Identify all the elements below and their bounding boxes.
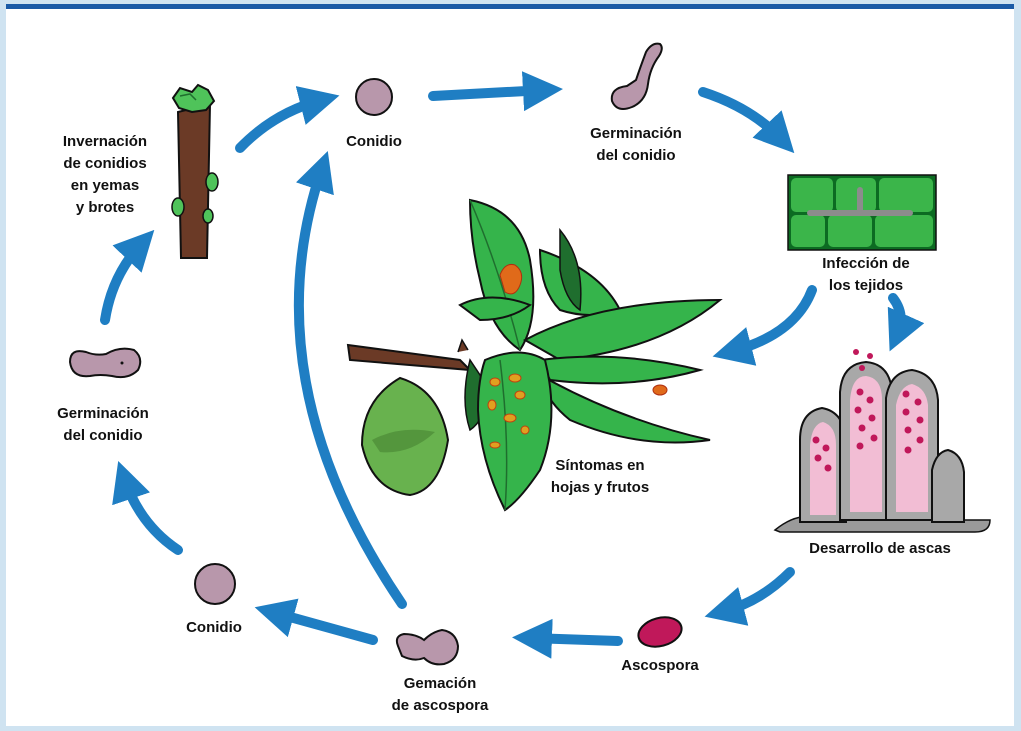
svg-text:Infección de: Infección de [822, 255, 910, 272]
label-gemacion: Gemación de ascospora [392, 675, 489, 714]
ascospora-spore [635, 613, 685, 651]
label-germinacion-left: Germinación del conidio [57, 405, 149, 444]
label-desarrollo-ascas: Desarrollo de ascas [809, 540, 951, 557]
arrow-gemacion-to-conidio [272, 612, 373, 640]
arrow-infeccion-to-ascas [893, 298, 901, 335]
svg-text:Síntomas en: Síntomas en [555, 457, 644, 474]
arrow-invernacion-to-conidio [240, 100, 322, 148]
svg-text:Germinación: Germinación [590, 125, 682, 142]
arrow-conidio-to-germinacion-left [124, 478, 178, 550]
svg-text:hojas y frutos: hojas y frutos [551, 479, 649, 496]
infected-tissue [788, 175, 936, 250]
arrow-conidio-to-germinacion [433, 90, 545, 96]
arrow-germinacion-to-invernacion [105, 243, 142, 320]
germinating-conidio-top [612, 44, 662, 109]
conidio-top-spore [356, 79, 392, 115]
svg-text:en yemas: en yemas [71, 177, 139, 194]
svg-text:Germinación: Germinación [57, 405, 149, 422]
svg-text:los tejidos: los tejidos [829, 277, 903, 294]
budding-ascospore [397, 630, 458, 664]
asci-illustration [775, 349, 990, 532]
arrow-ascas-to-ascospora [722, 572, 790, 612]
svg-text:de ascospora: de ascospora [392, 697, 489, 714]
svg-text:Invernación: Invernación [63, 133, 147, 150]
label-conidio-top: Conidio [346, 133, 402, 150]
svg-text:del conidio: del conidio [63, 427, 142, 444]
label-infeccion: Infección de los tejidos [822, 255, 910, 294]
germinating-conidio-left [70, 349, 140, 377]
label-conidio-bottom: Conidio [186, 619, 242, 636]
label-ascospora: Ascospora [621, 657, 699, 674]
svg-text:Gemación: Gemación [404, 675, 477, 692]
label-sintomas: Síntomas en hojas y frutos [551, 457, 649, 496]
svg-text:del conidio: del conidio [596, 147, 675, 164]
label-invernacion: Invernación de conidios en yemas y brote… [63, 133, 147, 216]
label-germinacion-top: Germinación del conidio [590, 125, 682, 164]
twig-illustration [172, 85, 218, 258]
svg-text:de conidios: de conidios [63, 155, 146, 172]
symptom-plant-illustration [348, 200, 720, 510]
arrow-infeccion-to-sintomas [730, 290, 812, 352]
svg-text:y brotes: y brotes [76, 199, 134, 216]
arrow-germinacion-to-infeccion [703, 92, 782, 140]
arrow-ascospora-to-gemacion [530, 638, 618, 641]
conidio-bottom-spore [195, 564, 235, 604]
arrow-gemacion-to-conidio-top [299, 168, 402, 604]
